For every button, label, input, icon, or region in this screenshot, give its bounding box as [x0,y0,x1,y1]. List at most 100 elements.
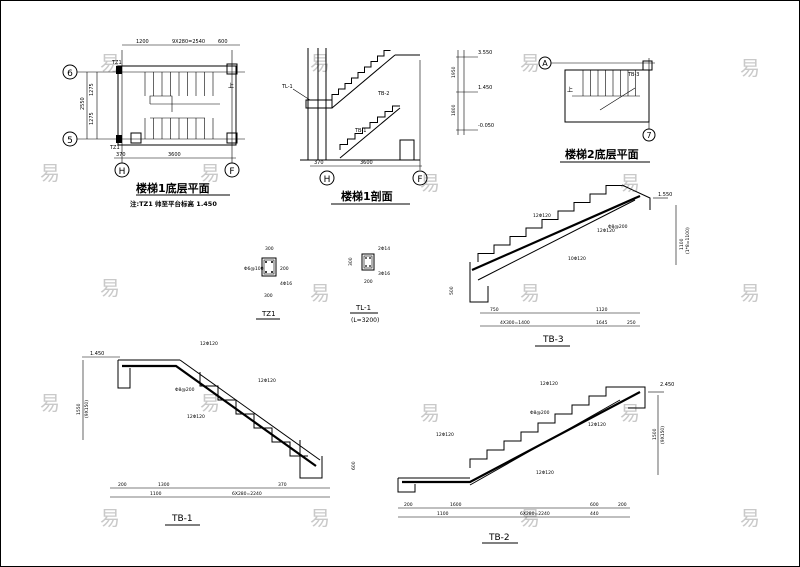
tb3-slab-detail: 1.550 Φ8@200 12Φ120 12Φ120 10Φ120 1100 (… [449,184,691,347]
tb3-rebar-3: 12Φ120 [597,228,615,234]
tb2-dim-b5: 600 [590,502,599,508]
sec1-upper-soffit [331,54,396,109]
tb1-footing [299,440,323,479]
watermark-glyph: 易 [100,51,120,75]
tb1-main-rebar [122,364,317,467]
plan2-grid-a: A [542,59,548,68]
tz1-stirrup: Φ6@100 [244,266,264,272]
plan1-title: 楼梯1底层平面 [136,181,210,195]
sec1-label-tb1: TB-1 [354,128,366,134]
watermark-glyph: 易 [620,171,640,195]
tb1-rebar-2: Φ8@200 [175,387,195,393]
watermark-glyph: 易 [740,506,760,530]
tl1-beam-detail: 2Φ14 3Φ16 300 200 TL-1 (L=3200) [348,246,390,324]
watermark-glyph: 易 [740,56,760,80]
watermark-glyph: 易 [200,161,220,185]
plan1-dim-bottom-1: 370 [116,152,126,158]
tb3-soffit [477,199,636,281]
watermark-glyph: 易 [520,506,540,530]
watermark-glyph: 易 [100,506,120,530]
tb2-flight [469,386,623,468]
stair2-ground-plan: A 7 上 TB-3 楼梯2底层平面 [538,56,656,163]
plan2-title: 楼梯2底层平面 [565,147,639,161]
tl1-bars-bottom: 3Φ16 [378,271,390,277]
stair1-section: TL-1 TB-2 TB-1 H F 370 3600 楼梯1剖面 3.550 … [281,48,494,205]
tl1-dim-width: 200 [364,279,373,285]
tb1-slab-detail: 1.450 12Φ120 Φ8@200 12Φ120 12Φ120 1550 (… [76,341,357,526]
tb2-main-rebar [402,391,641,484]
sec1-grid-h: H [324,175,331,185]
tb1-rebar-3: 12Φ120 [258,378,276,384]
tb3-dim-left: 500 [449,286,455,295]
tb3-footing [469,262,489,303]
tb1-flight-steps [199,372,308,457]
tl1-dim-height: 300 [348,257,354,266]
watermark-glyph: 易 [620,401,640,425]
tb1-dim-b2: 1300 [158,482,170,488]
sec1-elev-dim-1: 1950 [451,66,457,78]
plan1-dim-left-1: 1275 [89,83,95,96]
tb3-elev: 1.550 [658,192,672,198]
plan1-outline [117,65,237,146]
watermark-glyph: 易 [310,506,330,530]
sec1-upper-flight [331,50,391,100]
tb3-top-landing [621,184,651,210]
tb2-rebar-4: 12Φ120 [436,432,454,438]
tb2-slab-detail: 2.450 12Φ120 Φ8@200 12Φ120 12Φ120 12Φ120… [397,381,674,544]
tb1-rebar-4: 12Φ120 [187,414,205,420]
tb2-bottom-beam [397,478,416,493]
tb3-rebar-2: 12Φ120 [533,213,551,219]
tb3-dim-b5: 250 [627,320,636,326]
tb2-dim-right-sub: (9X150) [660,426,666,444]
tb2-dim-b3: 1600 [450,502,462,508]
tb3-rebar-1: Φ8@200 [608,224,628,230]
tb1-top-beam [117,360,131,389]
tb3-dim-b3: 1120 [596,307,608,313]
sec1-elev-3: -0.050 [478,123,494,129]
watermark-glyph: 易 [40,391,60,415]
tb1-dim-b5: 370 [278,482,287,488]
tb3-main-rebar [471,194,641,272]
sec1-label-tl1: TL-1 [281,84,293,90]
plan2-grid-7: 7 [646,131,651,140]
plan1-dim-left-2: 1275 [89,112,95,125]
tb3-rebar-4: 10Φ120 [568,256,586,262]
plan1-tz1-label-top: TZ1 [111,60,122,66]
tb2-rebar-3: 12Φ120 [588,422,606,428]
watermark-glyph: 易 [520,51,540,75]
sec1-elev-1: 3.550 [478,50,492,56]
tb3-dim-right-sub: (1*8=1100) [685,227,691,254]
tb2-rebar-5: 12Φ120 [536,470,554,476]
sec1-grid-f: F [417,175,422,185]
sec1-dim-1: 370 [314,160,324,166]
grid-label-5: 5 [67,136,73,146]
tb2-dim-b2: 1100 [437,511,449,517]
plan1-dim-top-2: 9X280=2540 [172,39,205,45]
grid-label-6: 6 [67,69,73,79]
watermark-glyph: 易 [310,281,330,305]
plan1-tz1-label-bottom: TZ1 [109,145,120,151]
tb1-elev: 1.450 [90,351,104,357]
tb2-label: TB-2 [488,533,510,543]
tb1-dim-left: 1550 [76,403,82,415]
sec1-title: 楼梯1剖面 [341,189,393,203]
watermark-glyph: 易 [420,171,440,195]
tb3-dim-b2: 4X300=1400 [500,320,530,326]
tb1-dim-b4: 6X280=2240 [232,491,262,497]
tz1-bars: 4Φ16 [280,281,292,287]
tb2-top-beam [620,386,646,409]
plan1-dim-bottom-2: 3600 [168,152,181,158]
watermark-glyph: 易 [40,161,60,185]
watermark-layer: 易易易易易易易易易易易易易易易易易易易易 [40,51,760,530]
tb2-dim-right: 1500 [652,428,658,440]
sec1-elev-dim-2: 1800 [451,104,457,116]
tb3-flight [477,185,622,262]
watermark-glyph: 易 [310,51,330,75]
tz1-dim-bottom: 300 [264,293,273,299]
watermark-glyph: 易 [100,276,120,300]
sec1-lower-soffit [339,107,401,159]
tb1-dim-b1: 200 [118,482,127,488]
sec1-dim-2: 3600 [360,160,373,166]
tb1-label: TB-1 [171,514,193,524]
